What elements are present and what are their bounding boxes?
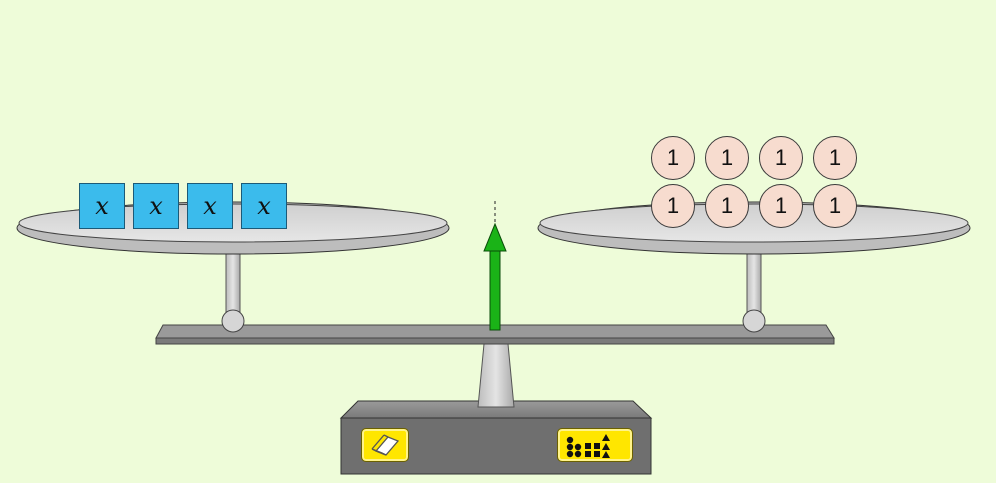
balance-beam [155, 324, 835, 345]
x-block[interactable]: x [187, 183, 233, 229]
unit-counter[interactable]: 1 [651, 184, 695, 228]
balance-indicator-arrow [483, 201, 507, 331]
left-pan[interactable] [16, 201, 450, 255]
unit-counter[interactable]: 1 [705, 136, 749, 180]
unit-counter[interactable]: 1 [705, 184, 749, 228]
unit-counter[interactable]: 1 [759, 184, 803, 228]
shapes-palette-button[interactable] [557, 428, 633, 462]
unit-counter[interactable]: 1 [813, 184, 857, 228]
right-pan-support [742, 251, 766, 333]
unit-counter[interactable]: 1 [651, 136, 695, 180]
right-pan[interactable] [537, 201, 971, 255]
unit-counter[interactable]: 1 [759, 136, 803, 180]
shapes-palette-icon [566, 434, 610, 458]
fulcrum-post [477, 343, 515, 408]
unit-counter[interactable]: 1 [813, 136, 857, 180]
eraser-button[interactable] [361, 428, 409, 462]
left-pan-support [221, 251, 245, 333]
x-block[interactable]: x [79, 183, 125, 229]
x-block[interactable]: x [241, 183, 287, 229]
eraser-icon [371, 434, 400, 456]
x-block[interactable]: x [133, 183, 179, 229]
